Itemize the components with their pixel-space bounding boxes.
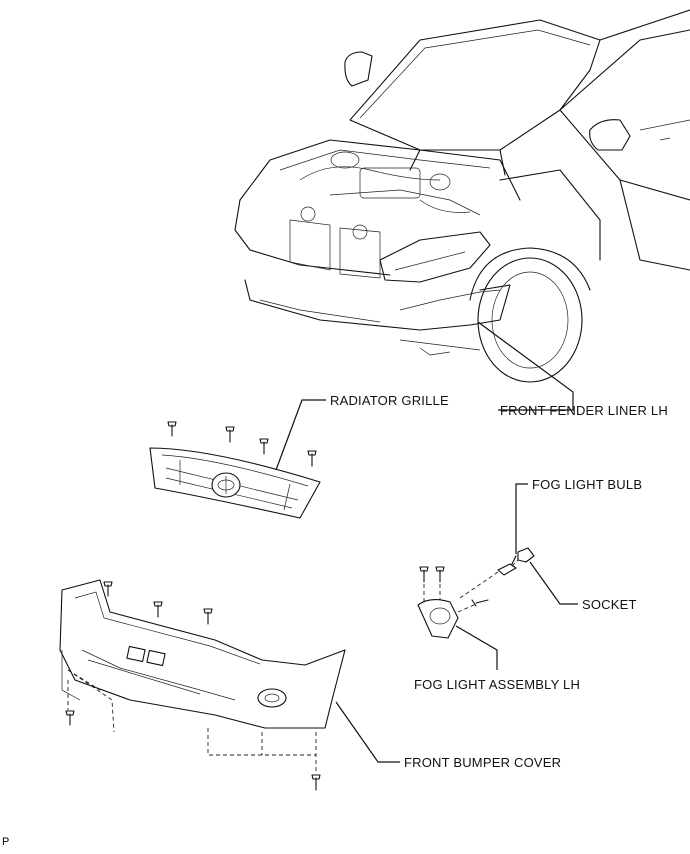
label-socket: SOCKET [582, 597, 637, 612]
footer-code: P [2, 836, 10, 848]
label-fog-light-assembly-lh: FOG LIGHT ASSEMBLY LH [414, 677, 581, 692]
front-bumper-cover-part [59, 579, 346, 791]
fog-light-assembly-part [417, 566, 489, 639]
fog-light-bulb-part [459, 555, 517, 599]
label-front-fender-liner-lh: FRONT FENDER LINER LH [500, 403, 668, 418]
leader-lines [275, 321, 578, 763]
label-front-bumper-cover: FRONT BUMPER COVER [404, 755, 562, 770]
vehicle-illustration [234, 9, 690, 383]
radiator-grille-part [149, 421, 321, 519]
label-radiator-grille: RADIATOR GRILLE [330, 393, 449, 408]
label-fog-light-bulb: FOG LIGHT BULB [532, 477, 643, 492]
socket-part [511, 547, 535, 567]
